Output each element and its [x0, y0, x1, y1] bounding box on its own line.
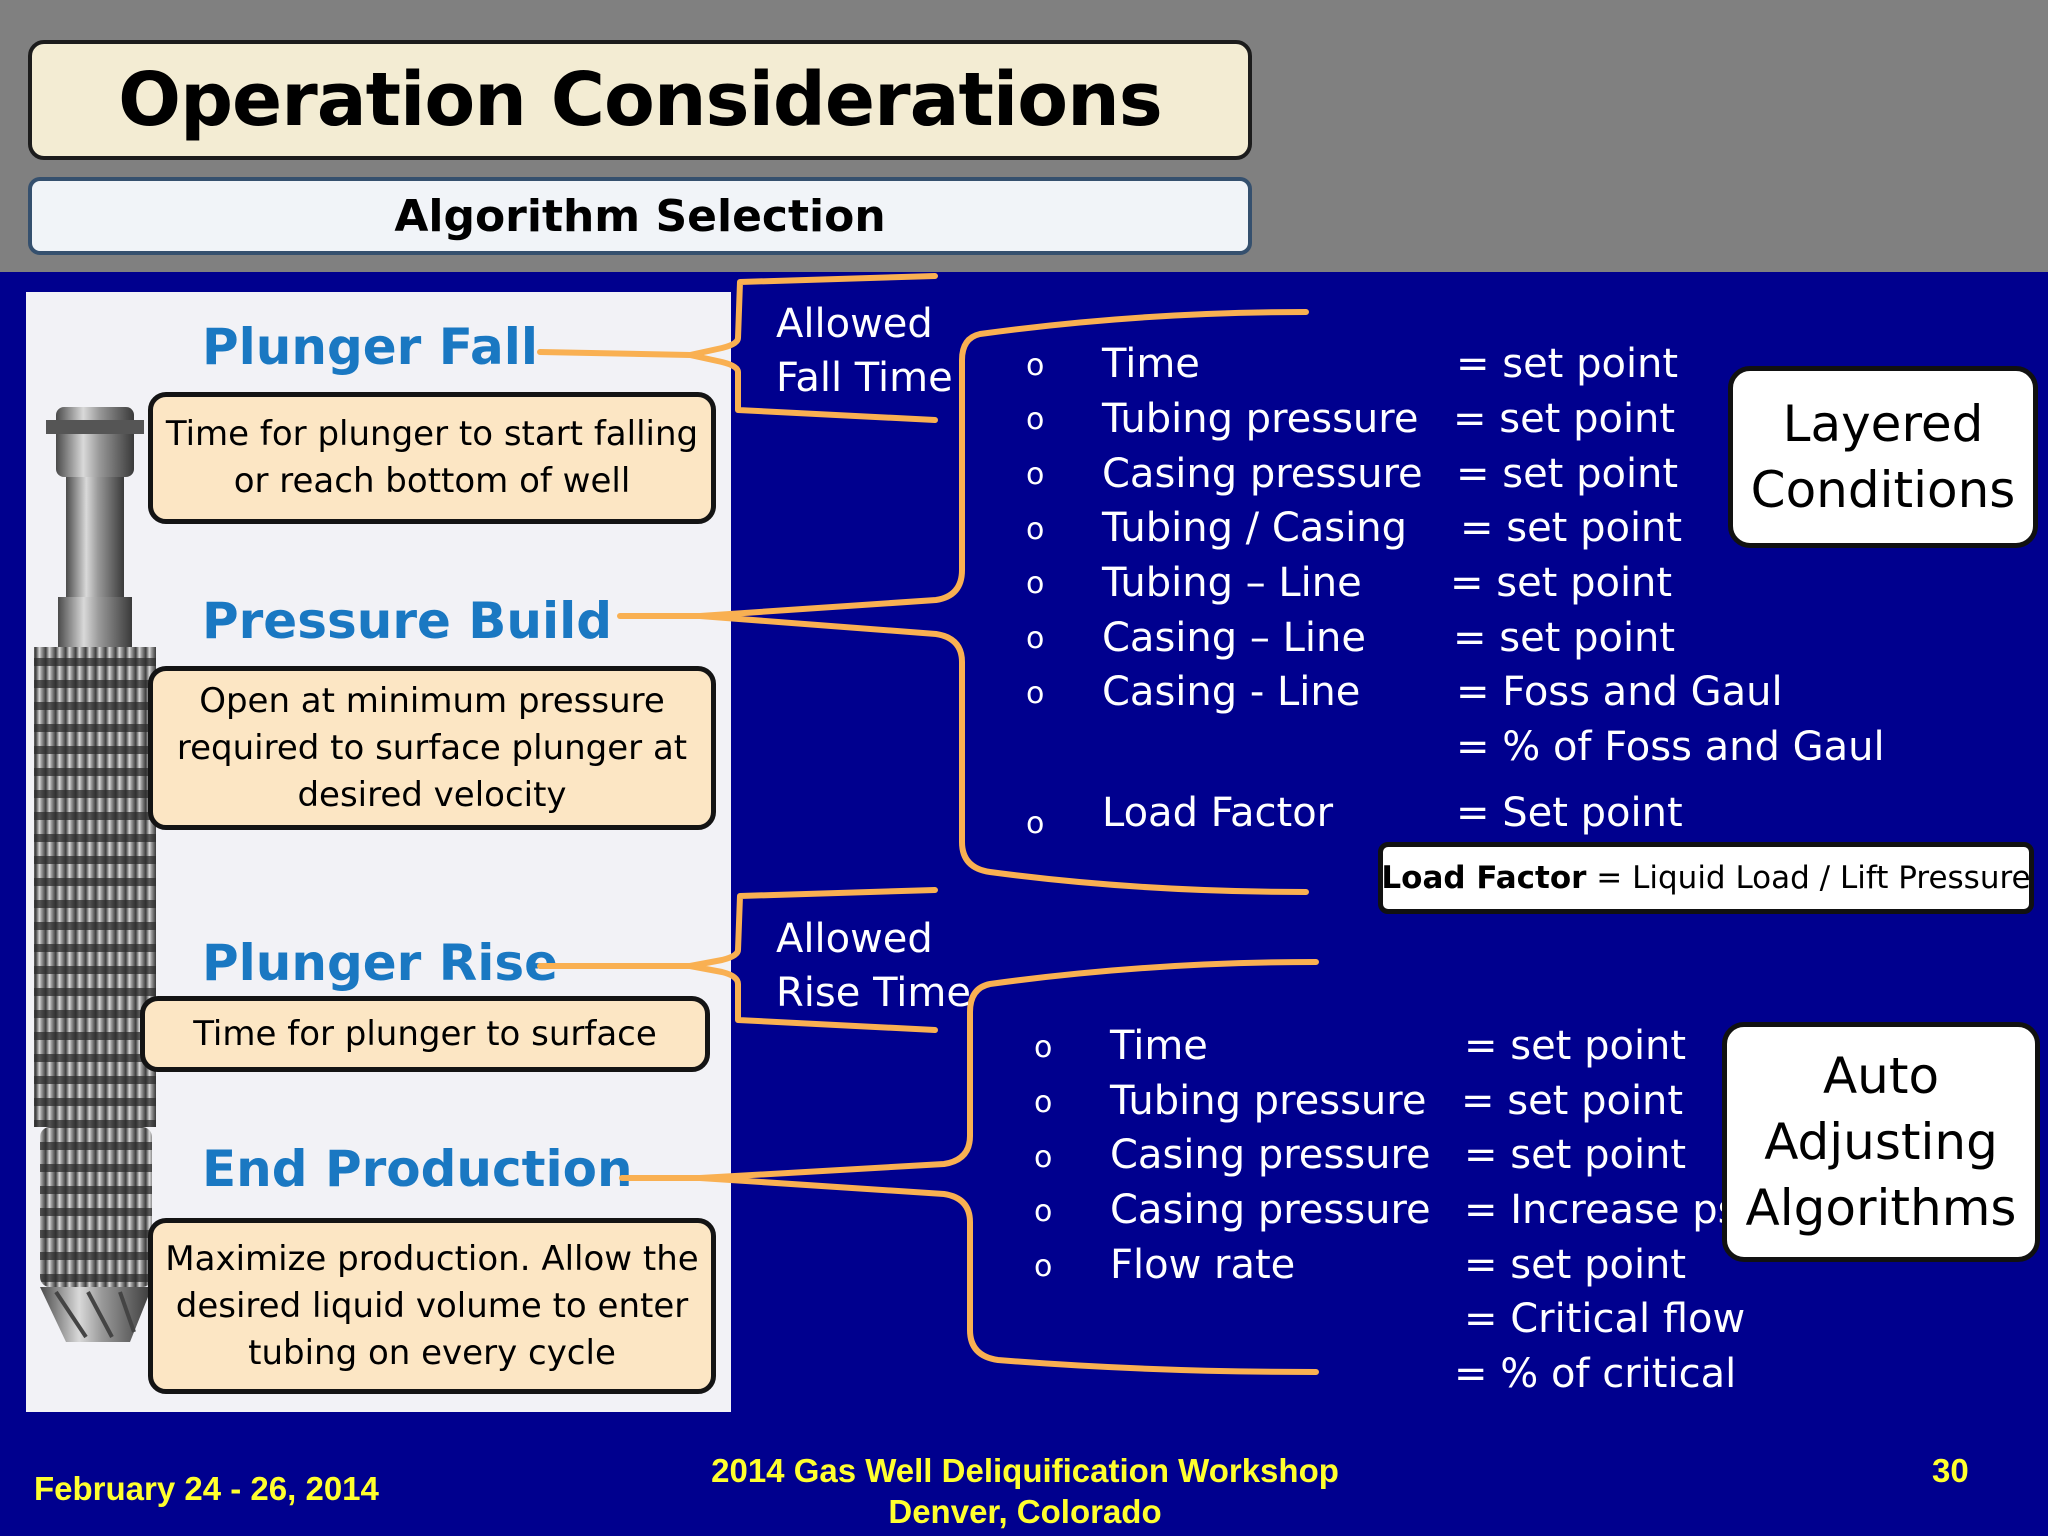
- plunger-fall-label: Plunger Fall: [202, 318, 538, 376]
- slide-title: Operation Considerations: [118, 57, 1163, 143]
- layered-conditions-line1: Layered: [1782, 395, 1984, 453]
- footer-workshop: 2014 Gas Well Deliquification Workshop: [711, 1452, 1339, 1489]
- lower-conditions-bracket: [697, 959, 1319, 1375]
- pressure-build-label: Pressure Build: [202, 592, 613, 650]
- lower-condition-name: Time: [1110, 1023, 1208, 1069]
- lower-condition-value: = set point: [1464, 1242, 1687, 1288]
- upper-condition-value: = Set point: [1456, 790, 1683, 836]
- auto-adjusting-line2: Adjusting: [1764, 1113, 1998, 1171]
- layered-conditions-line2: Conditions: [1750, 461, 2016, 519]
- end-production-label: End Production: [202, 1140, 633, 1198]
- upper-condition-name: Casing pressure: [1102, 451, 1423, 497]
- lower-condition-value: = % of critical: [1454, 1351, 1737, 1397]
- upper-condition-value: = set point: [1450, 560, 1673, 606]
- title-box: Operation Considerations: [28, 40, 1252, 160]
- plunger-image: [34, 407, 156, 1342]
- fall-time-connector: [537, 349, 693, 358]
- footer-location: Denver, Colorado: [888, 1493, 1162, 1530]
- upper-condition-name: Tubing / Casing: [1102, 505, 1407, 551]
- upper-conditions-bracket: [697, 309, 1309, 895]
- page-number: 30: [1932, 1452, 1969, 1489]
- upper-condition-value: = set point: [1456, 341, 1679, 387]
- list-bullet: o: [1026, 348, 1045, 383]
- slide-subtitle: Algorithm Selection: [394, 190, 886, 242]
- layered-conditions-box: Layered Conditions: [1728, 366, 2038, 548]
- lower-condition-name: Casing pressure: [1110, 1132, 1431, 1178]
- list-bullet: o: [1034, 1194, 1053, 1229]
- allowed-fall-time-line1: Allowed: [776, 301, 933, 347]
- auto-adjusting-box: Auto Adjusting Algorithms: [1722, 1022, 2040, 1262]
- auto-adjusting-line3: Algorithms: [1745, 1179, 2017, 1237]
- upper-condition-value: = set point: [1460, 505, 1683, 551]
- rise-time-bracket: [687, 887, 938, 1033]
- subtitle-box: Algorithm Selection: [28, 177, 1252, 255]
- auto-adjusting-line1: Auto: [1822, 1047, 1940, 1105]
- upper-condition-value: = set point: [1456, 451, 1679, 497]
- lower-condition-name: Casing pressure: [1110, 1187, 1431, 1233]
- list-bullet: o: [1026, 457, 1045, 492]
- list-bullet: o: [1034, 1085, 1053, 1120]
- lower-condition-name: Flow rate: [1110, 1242, 1296, 1288]
- upper-condition-name: Casing – Line: [1102, 615, 1366, 661]
- list-bullet: o: [1034, 1030, 1053, 1065]
- upper-condition-name: Load Factor: [1102, 790, 1334, 836]
- upper-condition-value: = set point: [1453, 396, 1676, 442]
- plunger-fall-description: Time for plunger to start falling or rea…: [148, 392, 716, 524]
- end-production-description: Maximize production. Allow the desired l…: [148, 1218, 716, 1394]
- allowed-rise-time-line1: Allowed: [776, 916, 933, 962]
- load-factor-term: Load Factor: [1381, 860, 1587, 896]
- upper-condition-name: Tubing – Line: [1102, 560, 1362, 606]
- allowed-fall-time-line2: Fall Time: [776, 355, 953, 401]
- list-bullet: o: [1026, 512, 1045, 547]
- load-factor-definition: = Liquid Load / Lift Pressure: [1586, 860, 2031, 896]
- upper-condition-value: = Foss and Gaul: [1456, 669, 1783, 715]
- list-bullet: o: [1026, 621, 1045, 656]
- plunger-rise-description: Time for plunger to surface: [140, 996, 710, 1072]
- pressure-build-description: Open at minimum pressure required to sur…: [148, 666, 716, 830]
- plunger-rise-label: Plunger Rise: [202, 934, 559, 992]
- list-bullet: o: [1026, 676, 1045, 711]
- upper-condition-name: Tubing pressure: [1102, 396, 1419, 442]
- upper-condition-name: Casing - Line: [1102, 669, 1361, 715]
- list-bullet: o: [1026, 402, 1045, 437]
- upper-condition-value: = % of Foss and Gaul: [1456, 724, 1885, 770]
- list-bullet: o: [1026, 806, 1045, 841]
- allowed-rise-time-line2: Rise Time: [776, 970, 971, 1016]
- lower-condition-name: Tubing pressure: [1110, 1078, 1427, 1124]
- lower-condition-value: = set point: [1464, 1023, 1687, 1069]
- list-bullet: o: [1034, 1249, 1053, 1284]
- list-bullet: o: [1034, 1140, 1053, 1175]
- upper-condition-name: Time: [1102, 341, 1200, 387]
- list-bullet: o: [1026, 566, 1045, 601]
- lower-condition-value: = Critical flow: [1464, 1296, 1746, 1342]
- footer-date: February 24 - 26, 2014: [34, 1470, 379, 1507]
- upper-condition-value: = set point: [1453, 615, 1676, 661]
- load-factor-formula: Load Factor = Liquid Load / Lift Pressur…: [1378, 842, 2034, 914]
- fall-time-bracket: [687, 273, 938, 423]
- lower-condition-value: = set point: [1461, 1078, 1684, 1124]
- lower-condition-value: = Increase psi: [1464, 1187, 1750, 1233]
- lower-condition-value: = set point: [1464, 1132, 1687, 1178]
